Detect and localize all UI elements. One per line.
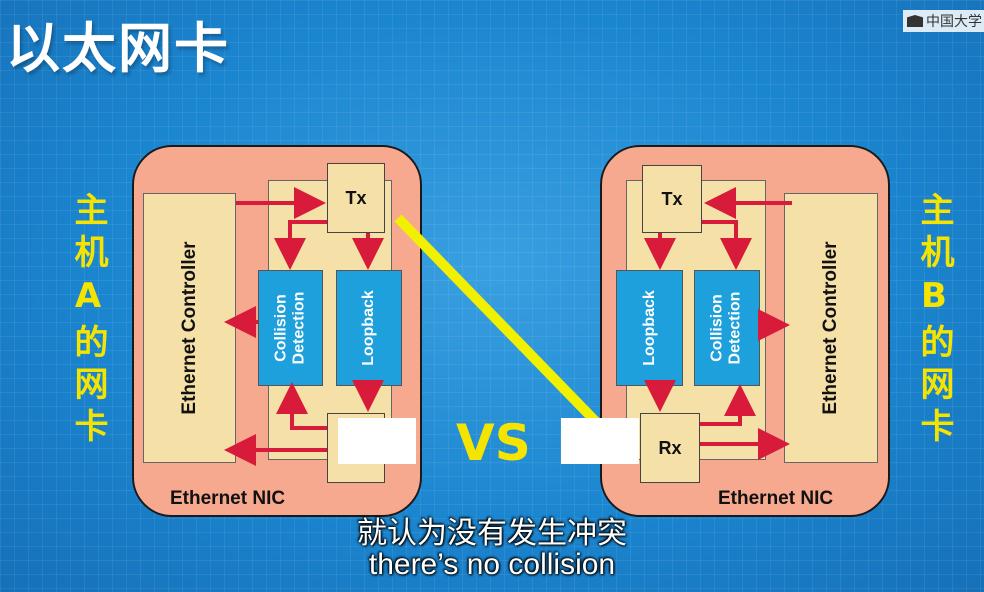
logo-text: 中国大学	[926, 13, 982, 29]
nic-b-loopback: Loopback	[616, 270, 683, 386]
cover-box-b	[561, 418, 639, 464]
vs-label: VS	[456, 414, 531, 472]
cover-box-a	[338, 418, 416, 464]
arrow-b-tx-to-collision	[702, 220, 752, 270]
nic-a-label: Ethernet NIC	[170, 488, 286, 509]
host-b-label: 主机B的网卡	[914, 192, 954, 450]
nic-b-controller: Ethernet Controller	[784, 193, 878, 463]
nic-a-loopback: Loopback	[336, 270, 402, 386]
cable-link	[394, 214, 606, 432]
slide-title: 以太网卡	[6, 19, 230, 79]
subtitle-chinese: 就认为没有发生冲突	[357, 516, 627, 551]
host-a-label: 主机A的网卡	[68, 192, 108, 450]
arrow-a-tx-to-collision	[274, 220, 327, 270]
nic-a-tx-port: Tx	[327, 163, 385, 233]
arrow-a-rx-to-collision	[276, 382, 327, 430]
school-logo-icon	[907, 15, 923, 27]
nic-a-collision-detection: Collision Detection	[258, 270, 323, 386]
nic-b-label: Ethernet NIC	[718, 488, 834, 509]
arrow-b-rx-to-collision	[700, 384, 756, 426]
subtitle-english: there’s no collision	[368, 548, 616, 581]
nic-b-rx-port: Rx	[640, 413, 700, 483]
nic-b-tx-port: Tx	[642, 165, 702, 233]
watermark-logo: 中国大学	[903, 10, 984, 32]
nic-b-collision-detection: Collision Detection	[694, 270, 760, 386]
